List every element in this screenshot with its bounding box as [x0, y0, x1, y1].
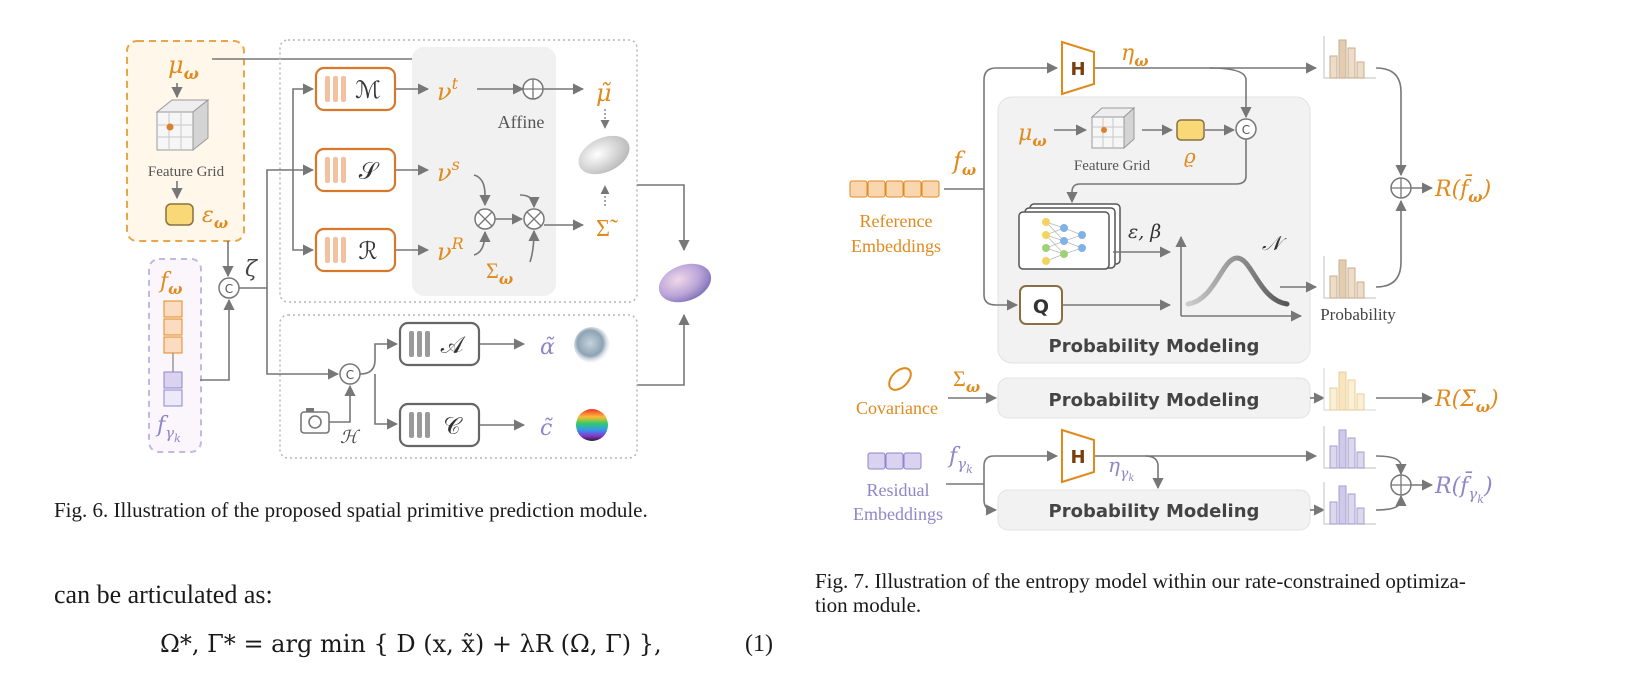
fig6-epsilon-embedding — [165, 203, 194, 226]
fig6-camera-icon — [300, 408, 330, 434]
fig6-feature-grid-label: Feature Grid — [148, 164, 225, 180]
fig6-A-label: 𝒜 — [441, 333, 466, 359]
fig7-caption-line1: Fig. 7. Illustration of the entropy mode… — [815, 569, 1466, 593]
fig7-f-gamma-k: fγk — [947, 444, 973, 476]
fig7-hist-resid-bottom — [1323, 482, 1376, 525]
fig6-h-cal: ℋ — [340, 427, 361, 448]
fig7-rate-f-omega: R(f̄ω) — [1434, 174, 1491, 206]
fig7-neural-network — [1018, 203, 1121, 270]
fig7-caption-line2: tion module. — [815, 593, 922, 617]
fig6-c-tilde: c̃ — [540, 416, 553, 441]
fig7-residual-embeddings — [867, 452, 922, 470]
fig6-M-label: ℳ — [355, 78, 381, 104]
fig7-H-label: H — [1070, 59, 1085, 80]
fig7-hist-top — [1323, 36, 1376, 79]
fig7-rate-f-gamma: R(f̄γk) — [1434, 471, 1493, 506]
fig7-gaussian-plot — [1175, 235, 1303, 322]
fig7-sigma-omega: Σω — [953, 366, 980, 396]
fig7-concat-label: C — [1242, 123, 1250, 137]
fig6-S-label: 𝒮 — [359, 159, 380, 185]
fig7-ref-label-1: Reference — [860, 211, 933, 231]
fig7-hist-mid — [1323, 256, 1376, 299]
fig6-alpha-tilde: α̃ — [540, 335, 555, 360]
fig6-sigma-omega: Σω — [486, 258, 513, 288]
fig7-hist-cov — [1323, 368, 1376, 411]
fig7-H-hyperprior — [1061, 40, 1095, 96]
fig7-feature-grid-cube — [1090, 106, 1136, 150]
fig6-R-label: ℛ — [358, 239, 377, 265]
fig7-covariance-ellipse — [888, 367, 912, 391]
fig7-prob-modeling-main: Probability Modeling — [1049, 336, 1260, 357]
fig6-zeta: ζ — [245, 257, 259, 282]
fig7-reference-embeddings — [849, 180, 940, 198]
fig6-C-label: 𝒞 — [443, 414, 463, 440]
fig6-color-ball — [576, 409, 608, 441]
fig7-rho-embedding — [1176, 119, 1205, 141]
fig6-epsilon-omega: εω — [202, 203, 228, 232]
fig6-concat-label: C — [225, 282, 233, 296]
fig6-alpha-blob — [574, 327, 610, 363]
fig7-resid-label-2: Embeddings — [853, 504, 943, 524]
fig7-covariance-label: Covariance — [856, 398, 938, 418]
fig6-nu-t: νt — [437, 74, 459, 106]
fig7-rate-sigma: R(Σ̄ω) — [1434, 387, 1499, 416]
fig6-affine-label: Affine — [498, 112, 545, 132]
fig7-ref-label-2: Embeddings — [851, 236, 941, 256]
fig7-resid-label-1: Residual — [867, 480, 930, 500]
fig6-concat-label-2: C — [346, 368, 354, 382]
fig7-eta-omega: ηω — [1121, 41, 1148, 70]
fig7-hist-resid-top — [1323, 426, 1376, 469]
fig6-nu-R: νR — [437, 234, 464, 266]
fig7-prob-modeling-cov-label: Probability Modeling — [1049, 390, 1260, 411]
fig6-mu-omega: μω — [168, 51, 199, 83]
fig7-Q-label: Q — [1033, 296, 1049, 318]
fig6-diagram: μω Feature Grid εω fω fγk C ζ — [126, 39, 712, 459]
equation-number: (1) — [745, 631, 773, 657]
fig7-f-omega: fω — [951, 147, 976, 179]
fig6-mu-tilde: μ̃ — [596, 79, 612, 107]
fig6-feature-grid-cube — [155, 98, 210, 152]
fig7-prob-modeling-resid-label: Probability Modeling — [1049, 501, 1260, 522]
fig7-probability-label: Probability — [1320, 305, 1396, 324]
fig7-H-residual — [1061, 428, 1095, 484]
fig7-rho: ϱ — [1184, 144, 1196, 168]
body-text-line: can be articulated as: — [54, 580, 273, 609]
fig7-mu-omega: μω — [1018, 121, 1047, 150]
fig6-gray-ellipsoid — [578, 135, 630, 175]
fig6-caption: Fig. 6. Illustration of the proposed spa… — [54, 498, 648, 522]
fig7-feature-grid-label: Feature Grid — [1074, 158, 1151, 174]
fig6-sigma-tilde: Σ̃ — [596, 216, 618, 242]
fig6-purple-ellipsoid — [658, 263, 712, 303]
equation: Ω*, Γ* = arg min { D (x, x̃) + λR (Ω, Γ)… — [160, 630, 662, 658]
fig6-nu-s: νs — [437, 155, 460, 187]
fig7-eta-gamma: ηγk — [1108, 453, 1134, 484]
fig7-eps-beta: ε, β — [1128, 221, 1161, 243]
fig7-diagram: Probability Modeling Reference Embedding… — [849, 36, 1499, 531]
fig7-Q-block — [1019, 285, 1063, 325]
fig7-H-residual-label: H — [1070, 447, 1085, 468]
